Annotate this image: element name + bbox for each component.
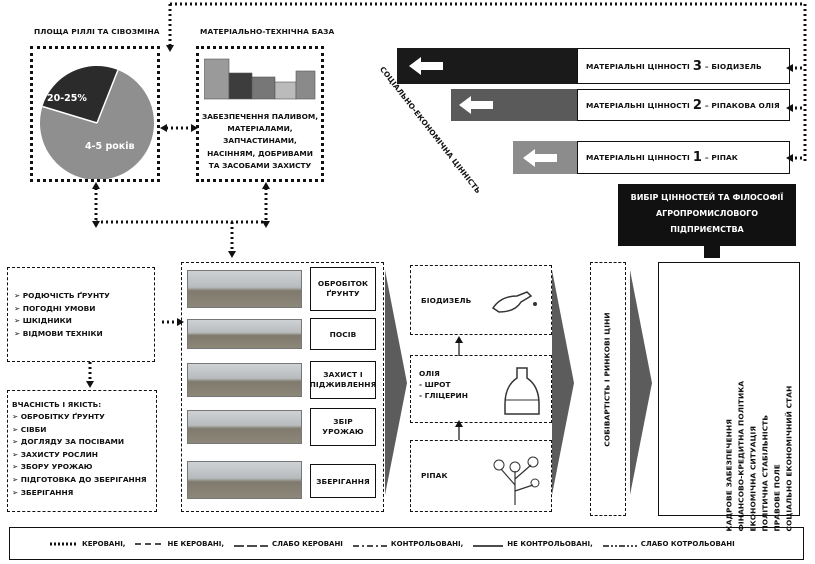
- biodiesel-box: БІОДИЗЕЛЬ: [410, 265, 552, 335]
- base-text: ЗАБЕЗПЕЧЕННЯ ПАЛИВОМ, МАТЕРІАЛАМИ, ЗАПЧА…: [201, 112, 319, 170]
- timing-title: ВЧАСНІСТЬ І ЯКІСТЬ:: [12, 400, 102, 409]
- timing-item: ➢ ЗАХИСТУ РОСЛИН: [12, 449, 98, 459]
- area-box: 20-25% 4-5 років: [30, 46, 160, 182]
- bar-chart-icon: [204, 58, 316, 100]
- oil-bottle-icon: [504, 367, 540, 415]
- cost-label: СОБІВАРТІСТЬ І РИНКОВІ ЦІНИ: [602, 312, 612, 447]
- factor-item: ➢ РОДЮЧІСТЬ ҐРУНТУ: [14, 291, 110, 300]
- factor-item: ➢ ВІДМОВИ ТЕХНІКИ: [14, 328, 103, 338]
- timing-item: ➢ ДОГЛЯДУ ЗА ПОСІВАМИ: [12, 437, 125, 447]
- timing-item: ➢ ОБРОБІТКУ ҐРУНТУ: [12, 412, 105, 421]
- timing-item: ➢ СІВБИ: [12, 424, 47, 434]
- dash-dot-dot-line-icon: [602, 545, 637, 547]
- timing-box: ВЧАСНІСТЬ І ЯКІСТЬ: ➢ ОБРОБІТКУ ҐРУНТУ ➢…: [7, 390, 157, 512]
- rapeseed-box: РІПАК: [410, 440, 552, 512]
- dashed-line-icon: [135, 543, 164, 545]
- timing-item: ➢ ПІДГОТОВКА ДО ЗБЕРІГАННЯ: [12, 474, 147, 484]
- protection-photo: [187, 363, 302, 397]
- value-bar-1: [513, 141, 577, 174]
- arrow-left-icon: [523, 148, 557, 167]
- dotted-line-icon: [50, 542, 78, 546]
- factor-item: ➢ ШКІДНИКИ: [14, 316, 72, 326]
- value-box-1: МАТЕРІАЛЬНІ ЦІННОСТІ 1 – РІПАК: [577, 141, 790, 174]
- timing-list: ➢ ОБРОБІТКУ ҐРУНТУ ➢ СІВБИ ➢ ДОГЛЯДУ ЗА …: [12, 411, 156, 499]
- value-bar-2: [451, 89, 577, 121]
- policy-box: КАДРОВЕ ЗАБЕЗПЕЧЕННЯ ФІНАНСОВО-КРЕДИТНА …: [658, 262, 800, 532]
- pie-chart: [40, 66, 154, 179]
- sowing-photo: [187, 319, 302, 349]
- arrow-left-icon: [409, 57, 443, 75]
- base-title: МАТЕРІАЛЬНО-ТЕХНІЧНА БАЗА: [200, 27, 335, 36]
- op-sowing: ПОСІВ: [310, 318, 376, 350]
- rapeseed-plant-icon: [493, 456, 540, 505]
- legend-box: КЕРОВАНІ, НЕ КЕРОВАНІ, СЛАБО КЕРОВАНІ КО…: [9, 527, 804, 560]
- cost-box: СОБІВАРТІСТЬ І РИНКОВІ ЦІНИ: [590, 262, 626, 516]
- value-box-3: МАТЕРІАЛЬНІ ЦІННОСТІ 3 – БІОДИЗЕЛЬ: [577, 48, 790, 84]
- dash-dot-line-icon: [352, 545, 387, 547]
- value-box-2: МАТЕРІАЛЬНІ ЦІННОСТІ 2 – РІПАКОВА ОЛІЯ: [577, 89, 790, 121]
- tillage-photo: [187, 270, 302, 308]
- factor-item: ➢ ПОГОДНІ УМОВИ: [14, 303, 96, 313]
- solid-line-icon: [473, 545, 504, 547]
- factors-list: ➢ РОДЮЧІСТЬ ҐРУНТУ ➢ ПОГОДНІ УМОВИ ➢ ШКІ…: [14, 290, 154, 340]
- policy-list: КАДРОВЕ ЗАБЕЗПЕЧЕННЯ ФІНАНСОВО-КРЕДИТНА …: [724, 380, 794, 532]
- value-bar-3: [397, 48, 577, 84]
- legend-items: КЕРОВАНІ, НЕ КЕРОВАНІ, СЛАБО КЕРОВАНІ КО…: [50, 537, 735, 551]
- storage-photo: [187, 461, 302, 499]
- timing-item: ➢ ЗБЕРІГАННЯ: [12, 487, 74, 497]
- pie-label-large: 4-5 років: [85, 141, 135, 152]
- fuel-nozzle-icon: [491, 291, 537, 313]
- area-title: ПЛОЩА РІЛЛІ ТА СІВОЗМІНА: [34, 27, 160, 36]
- arrow-left-icon: [459, 96, 493, 114]
- pie-label-small: 20-25%: [47, 93, 87, 104]
- philosophy-box: ВИБІР ЦІННОСТЕЙ ТА ФІЛОСОФІЇ АГРОПРОМИСЛ…: [618, 184, 796, 246]
- op-storage: ЗБЕРІГАННЯ: [310, 464, 376, 498]
- oil-box: ОЛІЯ - ШРОТ - ГЛІЦЕРИН: [410, 355, 552, 423]
- harvest-photo: [187, 410, 302, 444]
- pie-slice-small: [42, 66, 118, 123]
- timing-item: ➢ ЗБОРУ УРОЖАЮ: [12, 462, 93, 472]
- long-dash-line-icon: [234, 545, 269, 547]
- base-box: ЗАБЕЗПЕЧЕННЯ ПАЛИВОМ, МАТЕРІАЛАМИ, ЗАПЧА…: [196, 46, 324, 182]
- factors-box: ➢ РОДЮЧІСТЬ ҐРУНТУ ➢ ПОГОДНІ УМОВИ ➢ ШКІ…: [7, 267, 155, 362]
